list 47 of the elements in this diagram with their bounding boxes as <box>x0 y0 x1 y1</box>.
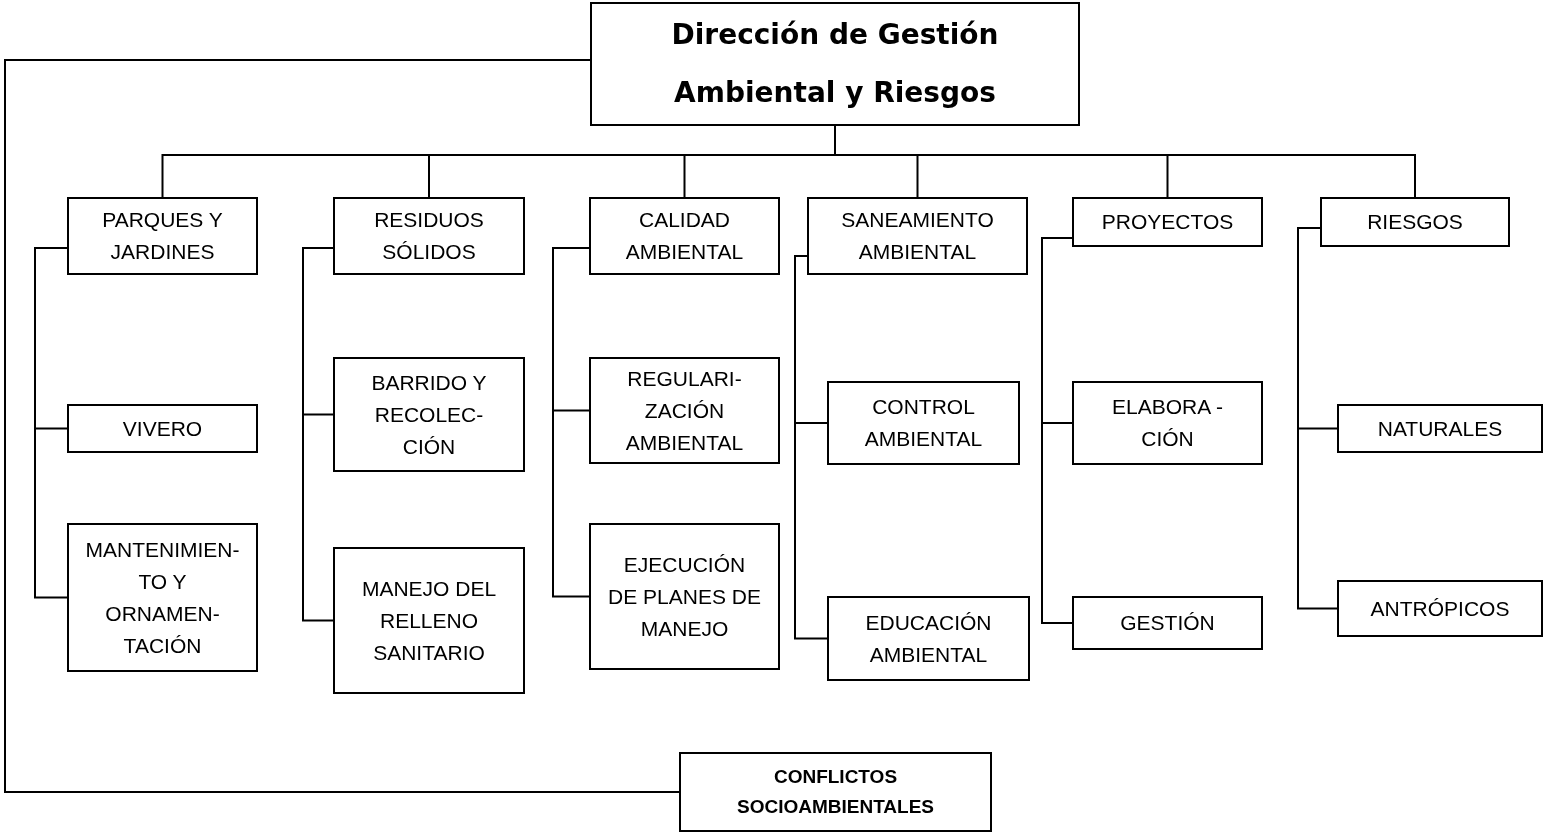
unit-name: MANTENIMIEN- TO Y ORNAMEN- TACIÓN <box>85 536 240 659</box>
unit-box <box>1337 580 1543 637</box>
unit-name: RESIDUOS SÓLIDOS <box>373 207 485 265</box>
unit-box <box>1072 596 1263 650</box>
unit-name: CALIDAD AMBIENTAL <box>624 207 745 265</box>
unit-box <box>807 197 1028 275</box>
unit-name: PARQUES Y JARDINES <box>101 207 224 265</box>
unit-box <box>1072 197 1263 247</box>
unit-name: CONTROL AMBIENTAL <box>863 394 984 452</box>
connector-line <box>4 59 680 793</box>
connector-line <box>1041 237 1073 624</box>
unit-name: NATURALES <box>1377 415 1503 442</box>
connector-line <box>794 255 828 640</box>
unit-name: EJECUCIÓN DE PLANES DE MANEJO <box>607 551 762 642</box>
unit-box <box>1337 404 1543 453</box>
unit-box <box>679 752 992 832</box>
unit-name: REGULARI- ZACIÓN AMBIENTAL <box>624 365 745 456</box>
unit-box <box>67 404 258 453</box>
connector-line <box>34 247 68 599</box>
unit-name: ELABORA - CIÓN <box>1111 394 1224 452</box>
unit-name: GESTIÓN <box>1120 610 1215 636</box>
connector-line <box>302 247 334 622</box>
unit-name: EDUCACIÓN AMBIENTAL <box>864 609 993 668</box>
unit-name: PROYECTOS <box>1101 209 1234 235</box>
unit-box <box>67 197 258 275</box>
director-box <box>590 2 1080 126</box>
unit-box <box>589 357 780 464</box>
unit-name: SANEAMIENTO AMBIENTAL <box>840 207 995 265</box>
unit-name: VIVERO <box>122 415 203 442</box>
unit-name: MANEJO DEL RELLENO SANITARIO <box>360 575 498 666</box>
unit-name: Dirección de Gestión Ambiental y Riesgos <box>670 17 1000 111</box>
unit-box <box>333 197 525 275</box>
connector-line <box>1297 227 1338 610</box>
unit-box <box>333 357 525 472</box>
unit-name: ANTRÓPICOS <box>1370 595 1510 622</box>
unit-box <box>333 547 525 694</box>
unit-name: CONFLICTOS SOCIOAMBIENTALES <box>735 765 935 819</box>
unit-box <box>1072 381 1263 465</box>
unit-box <box>589 197 780 275</box>
unit-name: RIESGOS <box>1367 209 1463 235</box>
unit-box <box>589 523 780 670</box>
unit-box <box>827 381 1020 465</box>
connector-line <box>552 247 590 598</box>
unit-name: BARRIDO Y RECOLEC- CIÓN <box>370 369 488 460</box>
unit-box <box>1320 197 1510 247</box>
unit-box <box>67 523 258 672</box>
unit-box <box>827 596 1030 681</box>
